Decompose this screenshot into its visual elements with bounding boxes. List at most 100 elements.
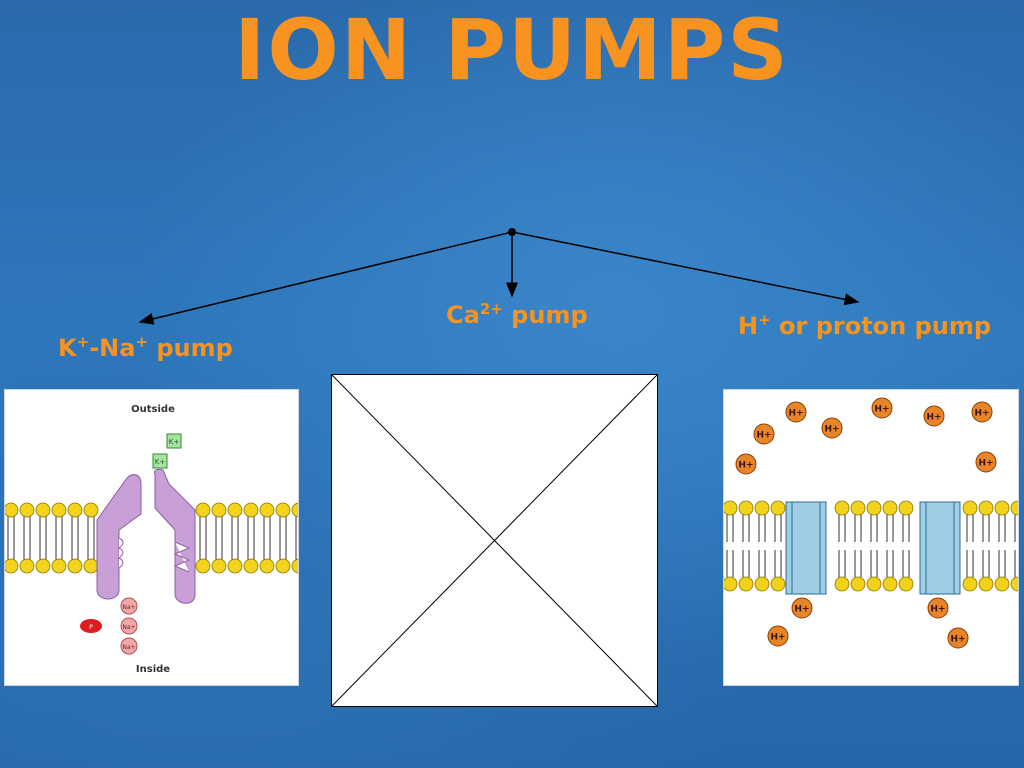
lipid-head bbox=[291, 558, 298, 574]
lipid-head bbox=[754, 576, 770, 592]
svg-text:H+: H+ bbox=[788, 409, 803, 419]
svg-text:H+: H+ bbox=[756, 431, 771, 441]
proton-ion: H+ bbox=[871, 397, 893, 419]
proton-ion: H+ bbox=[753, 423, 775, 445]
svg-text:H+: H+ bbox=[930, 605, 945, 615]
proton-ion: H+ bbox=[947, 627, 969, 649]
lipid-head bbox=[51, 558, 67, 574]
proton-channel bbox=[785, 501, 827, 595]
svg-text:H+: H+ bbox=[824, 425, 839, 435]
svg-text:Na+: Na+ bbox=[122, 604, 135, 611]
potassium-ion: K+ bbox=[152, 453, 168, 469]
lipid-head bbox=[67, 502, 83, 518]
lipid-head bbox=[275, 558, 291, 574]
lipid-head bbox=[738, 576, 754, 592]
proton-pump-diagram: H+ H+ H+ H+ H+ H+ H+ H+ H+ H+ H+ H+ bbox=[723, 389, 1019, 686]
lipid-head bbox=[51, 502, 67, 518]
svg-text:P: P bbox=[89, 624, 93, 631]
lipid-head bbox=[724, 576, 738, 592]
proton-ion: H+ bbox=[971, 401, 993, 423]
branch-node-dot bbox=[508, 228, 516, 236]
lipid-head bbox=[978, 500, 994, 516]
lipid-head bbox=[259, 558, 275, 574]
lipid-head bbox=[227, 558, 243, 574]
lipid-head bbox=[962, 576, 978, 592]
lipid-head bbox=[994, 500, 1010, 516]
na-k-pump-protein bbox=[96, 469, 196, 604]
lipid-head bbox=[211, 502, 227, 518]
lipid-head bbox=[850, 500, 866, 516]
proton-ion: H+ bbox=[923, 405, 945, 427]
svg-text:H+: H+ bbox=[794, 605, 809, 615]
lipid-bilayer bbox=[5, 502, 298, 574]
lipid-head bbox=[994, 576, 1010, 592]
proton-pump-label: H+ or proton pump bbox=[738, 311, 992, 340]
sodium-ion: Na+ bbox=[120, 617, 138, 635]
lipid-head bbox=[1010, 500, 1018, 516]
lipid-head bbox=[770, 500, 786, 516]
lipid-head bbox=[1010, 576, 1018, 592]
lipid-head bbox=[882, 500, 898, 516]
svg-text:H+: H+ bbox=[950, 635, 965, 645]
lipid-head bbox=[5, 502, 19, 518]
svg-text:H+: H+ bbox=[770, 633, 785, 643]
lipid-head bbox=[850, 576, 866, 592]
svg-text:H+: H+ bbox=[974, 409, 989, 419]
lipid-head bbox=[259, 502, 275, 518]
lipid-head bbox=[738, 500, 754, 516]
lipid-head bbox=[724, 500, 738, 516]
outside-label: Outside bbox=[131, 404, 175, 415]
lipid-head bbox=[67, 558, 83, 574]
svg-text:Na+: Na+ bbox=[122, 644, 135, 651]
lipid-head bbox=[19, 558, 35, 574]
proton-ion: H+ bbox=[767, 625, 789, 647]
proton-ion: H+ bbox=[927, 597, 949, 619]
lipid-head bbox=[770, 576, 786, 592]
proton-channel bbox=[919, 501, 961, 595]
proton-ion: H+ bbox=[785, 401, 807, 423]
lipid-head bbox=[866, 500, 882, 516]
svg-text:H+: H+ bbox=[926, 413, 941, 423]
lipid-head bbox=[211, 558, 227, 574]
proton-ion: H+ bbox=[975, 451, 997, 473]
svg-text:H+: H+ bbox=[738, 461, 753, 471]
lipid-head bbox=[35, 558, 51, 574]
lipid-head bbox=[83, 558, 99, 574]
lipid-head bbox=[243, 502, 259, 518]
lipid-head bbox=[19, 502, 35, 518]
k-na-pump-label: K+-Na+ pump bbox=[58, 333, 233, 362]
lipid-head bbox=[898, 576, 914, 592]
lipid-head bbox=[898, 500, 914, 516]
k-na-pump-diagram: Outside Inside K+ K+ Na+ Na+ Na+ bbox=[4, 389, 299, 686]
svg-text:K+: K+ bbox=[155, 458, 166, 466]
lipid-head bbox=[35, 502, 51, 518]
inside-label: Inside bbox=[136, 664, 170, 675]
lipid-head bbox=[754, 500, 770, 516]
sodium-ion: Na+ bbox=[120, 637, 138, 655]
lipid-head bbox=[978, 576, 994, 592]
svg-text:H+: H+ bbox=[874, 405, 889, 415]
lipid-bilayer bbox=[724, 500, 1018, 592]
lipid-head bbox=[83, 502, 99, 518]
lipid-head bbox=[882, 576, 898, 592]
svg-text:H+: H+ bbox=[978, 459, 993, 469]
lipid-head bbox=[195, 558, 211, 574]
sodium-ion: Na+ bbox=[120, 597, 138, 615]
phosphate-ion: P bbox=[80, 619, 102, 633]
lipid-head bbox=[834, 500, 850, 516]
ca-pump-image-placeholder bbox=[331, 374, 658, 707]
lipid-head bbox=[834, 576, 850, 592]
proton-ion: H+ bbox=[791, 597, 813, 619]
lipid-head bbox=[291, 502, 298, 518]
svg-text:K+: K+ bbox=[169, 438, 180, 446]
lipid-head bbox=[195, 502, 211, 518]
lipid-head bbox=[962, 500, 978, 516]
lipid-head bbox=[227, 502, 243, 518]
proton-ion: H+ bbox=[821, 417, 843, 439]
lipid-head bbox=[243, 558, 259, 574]
lipid-head bbox=[866, 576, 882, 592]
lipid-head bbox=[5, 558, 19, 574]
potassium-ion: K+ bbox=[166, 433, 182, 449]
page-title: ION PUMPS bbox=[234, 1, 790, 99]
